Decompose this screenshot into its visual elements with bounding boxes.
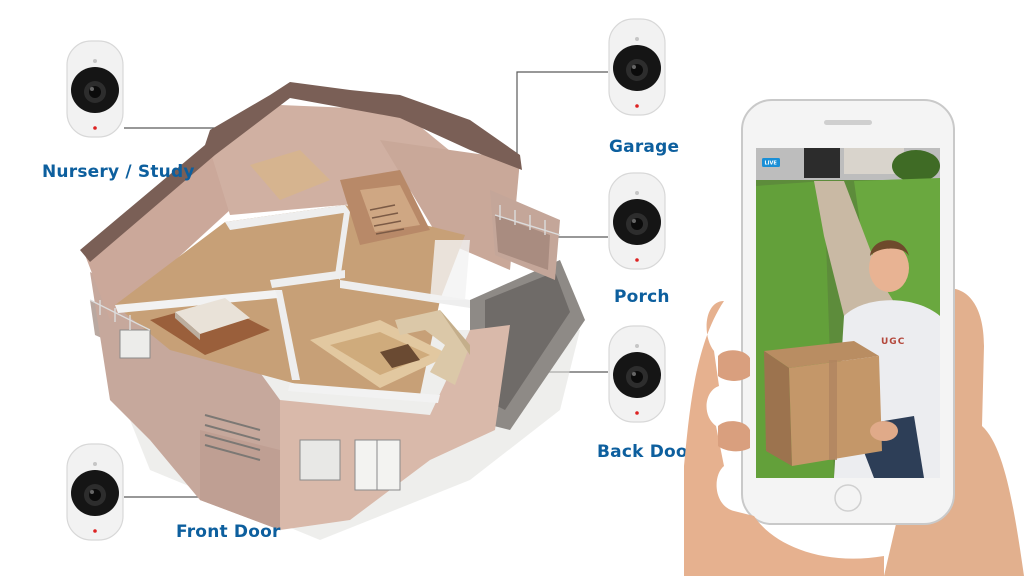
bed xyxy=(175,298,250,334)
sofa xyxy=(395,310,470,385)
upper-room xyxy=(250,150,330,200)
front-steps xyxy=(204,414,261,461)
camera-back-door[interactable] xyxy=(608,325,666,423)
house-cutaway-illustration xyxy=(80,82,585,540)
live-badge xyxy=(762,158,780,167)
camera-nursery[interactable] xyxy=(66,40,124,138)
staircase xyxy=(369,204,405,235)
camera-porch[interactable] xyxy=(608,172,666,270)
cardboard-box xyxy=(764,341,882,466)
security-camera-icon xyxy=(66,443,124,541)
camera-label-front-door: Front Door xyxy=(176,522,281,542)
window-left xyxy=(119,329,151,359)
camera-label-porch: Porch xyxy=(614,287,670,307)
uniform-logo: UGC xyxy=(881,337,905,347)
connector-garage xyxy=(516,71,608,160)
live-badge-label: LIVE xyxy=(765,161,778,167)
house-back-wall-left xyxy=(85,150,230,320)
phone-screen: UGC LIVE xyxy=(756,148,940,478)
hand-front xyxy=(684,301,884,576)
security-camera-icon xyxy=(608,172,666,270)
security-camera-icon xyxy=(608,325,666,423)
security-camera-icon xyxy=(66,40,124,138)
camera-garage[interactable] xyxy=(608,18,666,116)
camera-front-door[interactable] xyxy=(66,443,124,541)
phone-live-view[interactable]: UGC LIVE xyxy=(684,86,1024,576)
window-front-2 xyxy=(299,439,341,481)
security-camera-icon xyxy=(608,18,666,116)
camera-label-garage: Garage xyxy=(609,137,680,157)
camera-label-back-door: Back Door xyxy=(597,442,697,462)
balcony-railing xyxy=(89,205,561,331)
camera-label-nursery: Nursery / Study xyxy=(42,162,195,182)
